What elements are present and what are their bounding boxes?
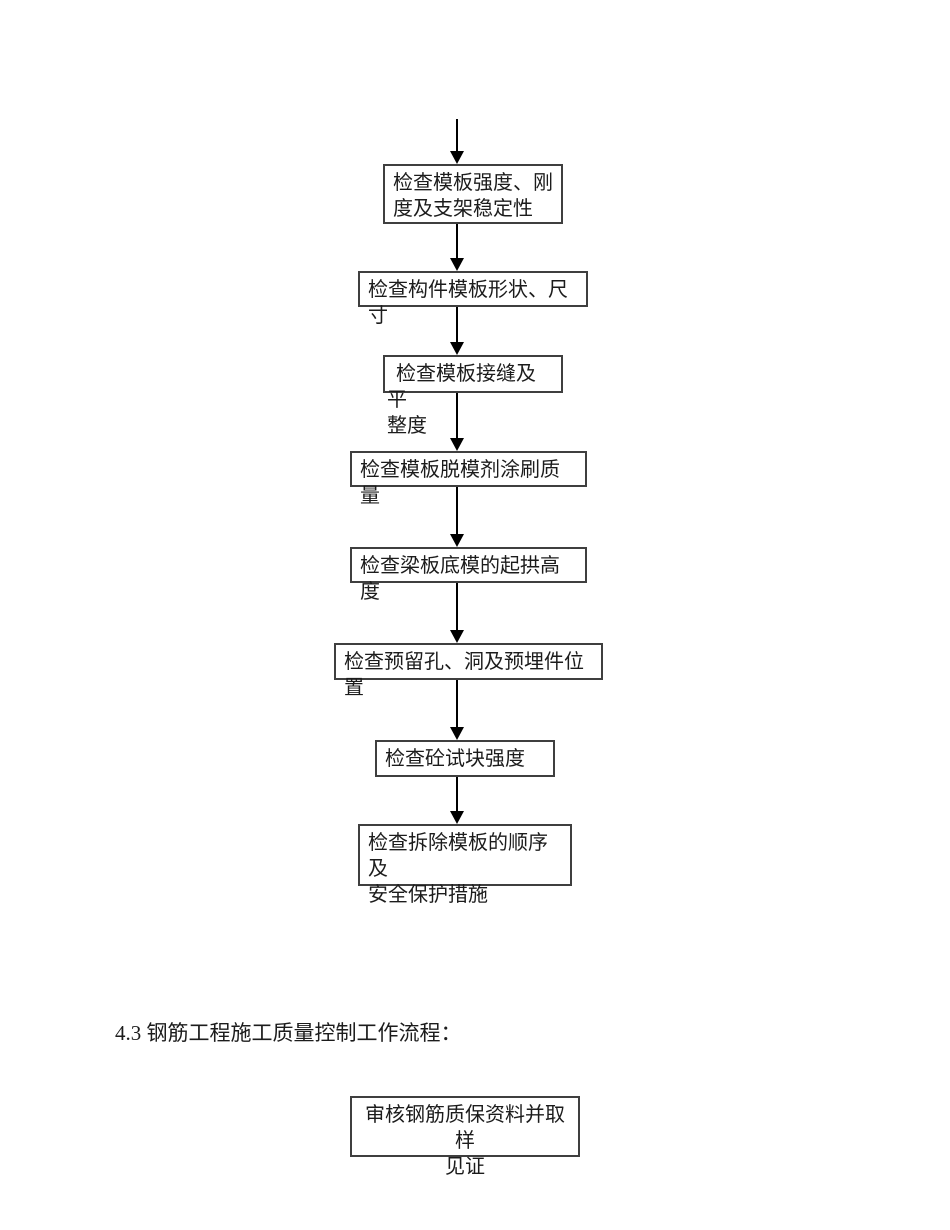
flow-arrow-step-7-to-8 [450,777,464,824]
flow-step-check-formwork-strength: 检查模板强度、刚 度及支架稳定性 [383,164,563,224]
flow-arrow-step-5-to-6 [450,583,464,643]
flow-arrow-step-1-to-2 [450,224,464,271]
flow-arrow-step-3-to-4 [450,393,464,451]
section-heading: 4.3 钢筋工程施工质量控制工作流程： [115,1021,462,1045]
flow-step-check-camber-height: 检查梁板底模的起拱高度 [350,547,587,603]
flow-step-check-formwork-removal: 检查拆除模板的顺序及 安全保护措施 [358,824,572,906]
flow-arrow-step-6-to-7 [450,680,464,740]
flow-step-check-release-agent: 检查模板脱模剂涂刷质量 [350,451,587,507]
flow-step-check-seams-flatness: 检查模板接缝及平 整度 [383,355,563,437]
flow-step-check-concrete-test-block: 检查砼试块强度 [375,740,555,777]
flow-arrow-into-step-1 [450,119,464,164]
flow-step-review-rebar-certificates: 审核钢筋质保资料并取样 见证 [350,1096,580,1178]
flow-step-check-component-shape: 检查构件模板形状、尺寸 [358,271,588,327]
flow-step-check-reserved-holes: 检查预留孔、洞及预埋件位置 [334,643,603,699]
flow-arrow-step-4-to-5 [450,487,464,547]
flow-arrow-step-2-to-3 [450,307,464,355]
